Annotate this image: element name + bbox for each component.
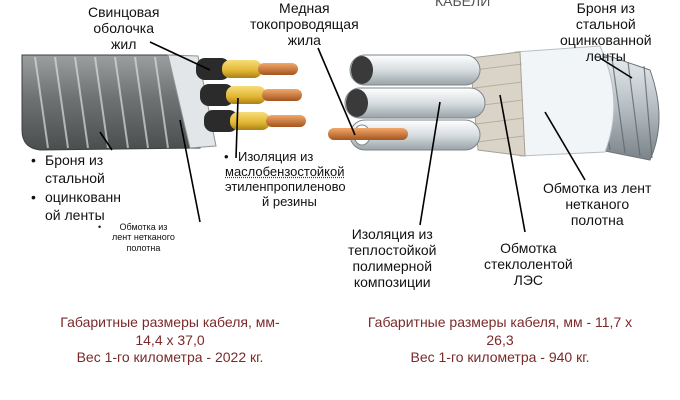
spec-left-line3: Вес 1-го километра - 2022 кг.: [76, 349, 264, 365]
label-insulation-left-1: Изоляция из: [224, 149, 313, 165]
leader-nonwoven-left: [179, 119, 201, 223]
left-armor-body: [21, 54, 201, 151]
label-copper-conductor: Медная токопроводящая жила: [250, 0, 359, 49]
left-nonwoven-wrap: [167, 54, 217, 149]
label-armor-left-2: стальной: [45, 170, 105, 186]
leader-lines: [99, 41, 633, 233]
leader-insulation-right: [419, 101, 441, 226]
right-nonwoven-wrap: [514, 45, 615, 157]
label-armor-left-4: ой ленты: [45, 207, 105, 223]
leader-copper: [317, 47, 356, 136]
label-insulation-left-4: й резины: [262, 194, 317, 209]
right-glass-tape: [469, 51, 526, 157]
leader-armor-left: [99, 131, 113, 151]
leader-glass-tape: [499, 94, 526, 233]
left-insulation: [222, 60, 270, 130]
spec-right-line1: Габаритные размеры кабеля, мм - 11,7 х: [367, 314, 633, 330]
spec-right-line3: Вес 1-го километра - 940 кг.: [410, 349, 590, 365]
left-cable: [21, 54, 306, 151]
right-insulation-tubes: [344, 54, 486, 151]
spec-left-line2: 14,4 х 37,0: [135, 331, 205, 348]
spec-right: Габаритные размеры кабеля, мм - 11,7 х 2…: [330, 314, 670, 367]
label-lead-sheath: Свинцовая оболочка жил: [88, 4, 160, 53]
right-cable: [328, 45, 660, 161]
header-partial: КАБЕЛИ: [435, 0, 491, 9]
leader-armor-right: [599, 57, 633, 79]
spec-left: Габаритные размеры кабеля, мм- 14,4 х 37…: [20, 314, 320, 367]
left-lead-sheaths: [196, 58, 238, 132]
label-insulation-left-3: этиленпропиленово: [225, 179, 346, 194]
label-armor-left-1: Броня из: [31, 152, 103, 168]
leader-lead-sheath: [149, 41, 211, 71]
label-armor-right: Броня из стальной оцинкованной ленты: [560, 0, 652, 65]
label-glass-tape: Обмотка стеклолентой ЛЭС: [484, 240, 573, 289]
spec-right-line2: 26,3: [486, 331, 514, 348]
right-copper-conductor: [328, 128, 408, 140]
leader-nonwoven-right: [544, 111, 586, 181]
label-nonwoven-right: Обмотка из лент нетканого полотна: [543, 180, 652, 229]
label-nonwoven-left: Обмотка из лент нетканого полотна: [98, 222, 175, 253]
leader-insulation-left: [235, 97, 239, 159]
left-armor-stripes: [34, 56, 169, 149]
label-insulation-left-2: маслобензостойкой: [225, 164, 345, 179]
label-insulation-right: Изоляция из теплостойкой полимерной комп…: [348, 226, 437, 291]
left-copper-conductors: [258, 63, 306, 127]
spec-left-line1: Габаритные размеры кабеля, мм-: [60, 314, 280, 330]
label-armor-left-3: оцинкованн: [31, 189, 121, 205]
